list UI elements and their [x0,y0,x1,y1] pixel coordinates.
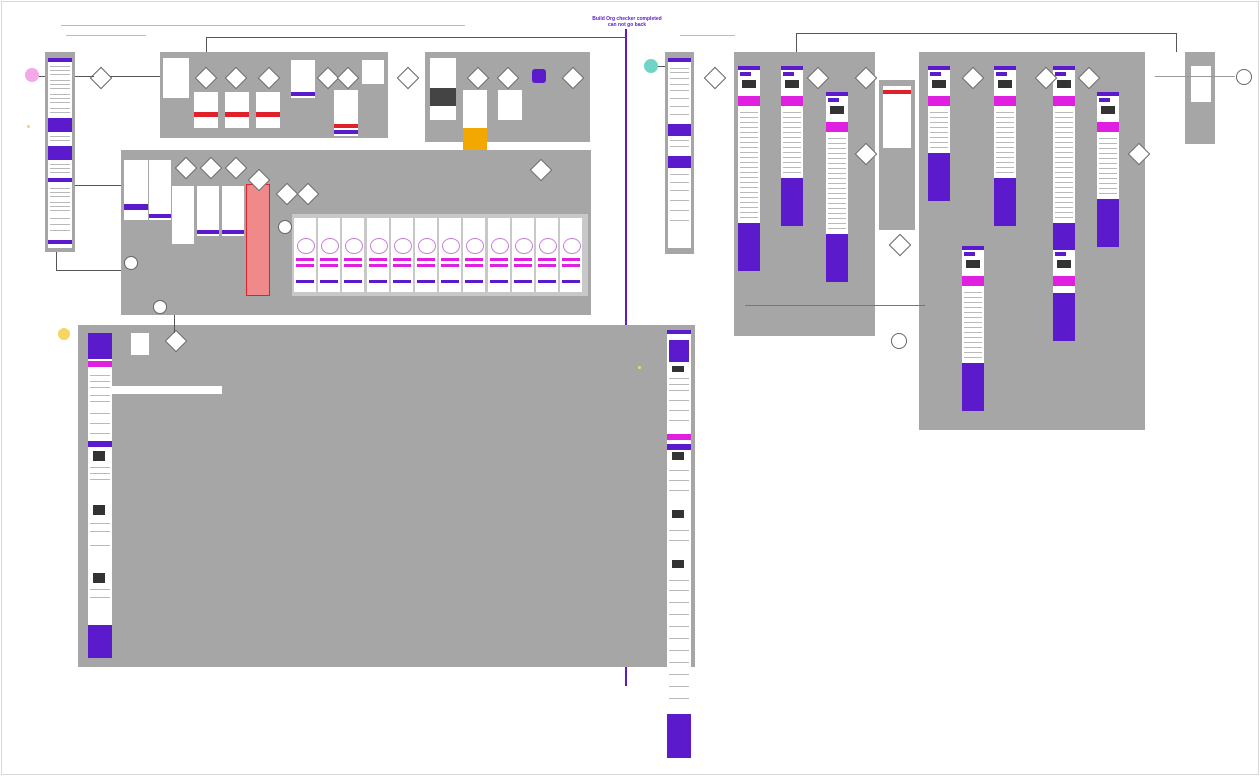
annotation-dot [27,125,30,128]
screen-card[interactable] [560,218,583,292]
phone-screen[interactable] [48,58,72,248]
connector-node[interactable] [124,256,138,270]
screen-card[interactable] [463,218,486,292]
screen-card[interactable] [439,218,462,292]
phone-screen[interactable] [994,66,1016,226]
caption-line-2: can not go back [607,22,647,28]
phone-screen[interactable] [826,92,848,282]
connector-node[interactable] [153,300,167,314]
screen-card[interactable] [536,218,558,292]
screen-card[interactable] [318,218,341,292]
header-rule [61,25,465,26]
connector-node[interactable] [278,220,292,234]
screen-card[interactable] [149,160,171,220]
phone-screen[interactable] [738,66,760,271]
screen-card[interactable] [256,92,280,128]
screen-card[interactable] [362,60,384,84]
connector [745,305,925,306]
connector [658,66,666,67]
phone-screen[interactable] [667,330,691,758]
phone-screen[interactable] [668,58,691,248]
connector [1176,33,1177,52]
screen-card[interactable] [197,186,219,236]
connector [1155,76,1235,77]
screen-card[interactable] [390,218,413,292]
error-screen-card[interactable] [246,184,270,296]
caption-line-1: Build Org checker completed [592,16,662,22]
connector [75,185,122,186]
screen-card[interactable] [124,160,148,220]
phone-screen[interactable] [1053,246,1075,341]
connector [110,76,162,77]
screen-card[interactable] [291,60,315,98]
screen-card[interactable] [334,90,358,136]
screen-card[interactable] [172,186,194,244]
screen-card[interactable] [131,333,149,355]
screen-card[interactable] [225,92,249,128]
connector [56,252,57,270]
start-node[interactable] [58,328,70,340]
phone-screen[interactable] [928,66,950,201]
screen-card[interactable] [112,386,222,394]
screen-card[interactable] [511,218,534,292]
connector [56,270,121,271]
screen-card[interactable] [294,218,316,292]
connector [796,33,797,52]
connector-node[interactable] [891,333,907,349]
connector [206,37,626,38]
screen-card[interactable] [498,90,522,120]
screen-card[interactable] [222,186,244,236]
phone-screen[interactable] [1097,92,1119,247]
screen-card[interactable] [698,438,718,448]
phone-screen[interactable] [781,66,803,226]
screen-group-panel [78,325,695,667]
screen-card[interactable] [415,218,437,292]
start-node[interactable] [644,59,658,73]
screen-card[interactable] [883,86,911,148]
phone-screen[interactable] [962,246,984,411]
start-node[interactable] [25,68,39,82]
phone-screen[interactable] [88,333,112,658]
screen-card[interactable] [430,58,456,120]
flow-caption: Build Org checker completed can not go b… [580,16,674,28]
connector [174,315,175,333]
screen-card[interactable] [342,218,365,292]
end-node[interactable] [532,69,546,83]
end-node[interactable] [1236,69,1252,85]
phone-screen[interactable] [1053,66,1075,271]
screen-card[interactable] [487,218,510,292]
screen-card[interactable] [1191,66,1211,102]
connector [796,33,1176,34]
screen-card[interactable] [366,218,389,292]
header-rule [680,35,735,36]
screen-card[interactable] [194,92,218,128]
annotation-dot [638,366,641,369]
header-rule [66,35,146,36]
screen-card[interactable] [163,58,189,98]
screen-card[interactable] [463,90,487,130]
connector [206,37,207,52]
